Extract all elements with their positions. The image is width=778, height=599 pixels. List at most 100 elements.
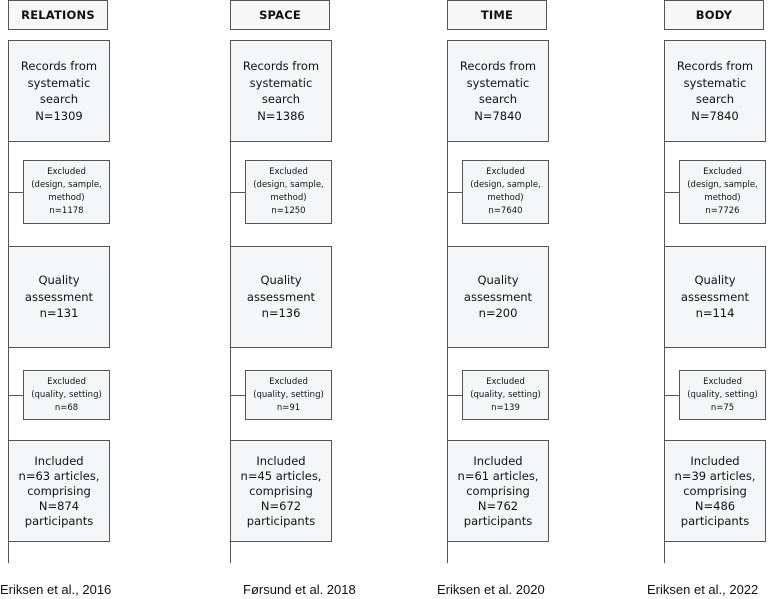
included-count: N=486 (694, 498, 736, 513)
records-line: Records from (242, 59, 320, 73)
column-header: RELATIONS (8, 0, 108, 30)
records-count: N=1386 (257, 108, 305, 123)
excluded-quality-box: Excluded (quality, setting) n=75 (679, 370, 766, 420)
excluded-line: (quality, setting) (687, 389, 758, 400)
included-count: N=672 (260, 498, 302, 513)
excluded-line: method) (48, 193, 85, 203)
citation-body: Eriksen et al., 2022 (647, 582, 759, 597)
flow-column-relations: RELATIONS Records from systematic search… (8, 0, 148, 599)
excluded-quality-box: Excluded (quality, setting) n=91 (245, 370, 332, 420)
quality-line: assessment (246, 289, 316, 304)
quality-line: assessment (24, 289, 94, 304)
records-line: systematic (27, 75, 91, 90)
records-count: N=7840 (691, 108, 739, 123)
records-line: search (39, 92, 79, 106)
included-line: Included (473, 453, 523, 468)
excluded-line: (design, sample, (470, 180, 541, 190)
records-count: N=7840 (474, 108, 522, 123)
records-line: systematic (683, 75, 747, 90)
records-box: Records from systematic search N=7840 (664, 40, 766, 142)
included-line: participants (24, 513, 94, 528)
branch-line (447, 192, 462, 193)
excluded-line: (quality, setting) (470, 389, 541, 400)
column-header: BODY (664, 0, 764, 30)
branch-line (8, 395, 23, 396)
excluded-line: Excluded (703, 167, 742, 177)
included-line: comprising (249, 483, 313, 498)
branch-line (664, 192, 679, 193)
excluded-line: method) (270, 193, 307, 203)
included-line: Included (690, 453, 740, 468)
quality-box: Quality assessment n=200 (447, 246, 549, 348)
excluded-line: Excluded (486, 376, 525, 387)
records-line: Records from (459, 59, 537, 73)
quality-line: assessment (680, 289, 750, 304)
citation-space: Førsund et al. 2018 (243, 582, 356, 597)
included-line: n=63 articles, (18, 468, 100, 483)
excluded-count: n=1250 (271, 206, 306, 216)
quality-count: n=131 (39, 306, 79, 321)
included-box: Included n=45 articles, comprising N=672… (230, 440, 332, 542)
excluded-quality-box: Excluded (quality, setting) n=139 (462, 370, 549, 420)
excluded-count: n=68 (54, 402, 79, 413)
included-line: Included (34, 453, 84, 468)
quality-box: Quality assessment n=131 (8, 246, 110, 348)
quality-line: assessment (463, 289, 533, 304)
excluded-design-box: Excluded (design, sample, method) n=7726 (679, 160, 766, 224)
excluded-line: method) (487, 193, 524, 203)
excluded-quality-box: Excluded (quality, setting) n=68 (23, 370, 110, 420)
quality-line: Quality (260, 273, 302, 288)
quality-line: Quality (477, 273, 519, 288)
citation-relations: Eriksen et al., 2016 (0, 582, 112, 597)
included-line: comprising (683, 483, 747, 498)
included-count: N=762 (477, 498, 519, 513)
column-header: TIME (447, 0, 547, 30)
excluded-line: Excluded (47, 376, 86, 387)
column-header: SPACE (230, 0, 330, 30)
included-line: comprising (466, 483, 530, 498)
included-box: Included n=63 articles, comprising N=874… (8, 440, 110, 542)
included-line: n=39 articles, (674, 468, 756, 483)
excluded-count: n=7726 (705, 206, 740, 216)
excluded-design-box: Excluded (design, sample, method) n=1178 (23, 160, 110, 224)
quality-count: n=114 (695, 306, 735, 321)
records-box: Records from systematic search N=1386 (230, 40, 332, 142)
included-line: n=45 articles, (240, 468, 322, 483)
records-line: search (261, 92, 301, 106)
included-box: Included n=61 articles, comprising N=762… (447, 440, 549, 542)
excluded-line: Excluded (269, 376, 308, 387)
quality-line: Quality (694, 273, 736, 288)
citation-time: Eriksen et al. 2020 (437, 582, 545, 597)
included-line: Included (256, 453, 306, 468)
excluded-count: n=7640 (488, 206, 523, 216)
branch-line (8, 192, 23, 193)
quality-count: n=200 (478, 306, 518, 321)
records-line: systematic (249, 75, 313, 90)
excluded-count: n=91 (276, 402, 301, 413)
records-line: Records from (20, 59, 98, 73)
records-line: search (478, 92, 518, 106)
records-count: N=1309 (35, 108, 83, 123)
branch-line (230, 395, 245, 396)
quality-box: Quality assessment n=136 (230, 246, 332, 348)
excluded-line: (quality, setting) (253, 389, 324, 400)
records-line: systematic (466, 75, 530, 90)
included-box: Included n=39 articles, comprising N=486… (664, 440, 766, 542)
records-line: Records from (676, 59, 754, 73)
flow-column-time: TIME Records from systematic search N=78… (447, 0, 587, 599)
excluded-line: Excluded (269, 167, 308, 177)
excluded-line: (design, sample, (253, 180, 324, 190)
excluded-line: Excluded (703, 376, 742, 387)
included-line: participants (680, 513, 750, 528)
quality-line: Quality (38, 273, 80, 288)
records-box: Records from systematic search N=1309 (8, 40, 110, 142)
included-line: participants (463, 513, 533, 528)
excluded-count: n=139 (491, 402, 520, 413)
included-count: N=874 (38, 498, 80, 513)
included-line: n=61 articles, (457, 468, 539, 483)
flow-column-space: SPACE Records from systematic search N=1… (230, 0, 370, 599)
excluded-line: Excluded (486, 167, 525, 177)
excluded-line: (design, sample, (31, 180, 102, 190)
excluded-design-box: Excluded (design, sample, method) n=1250 (245, 160, 332, 224)
excluded-count: n=1178 (49, 206, 84, 216)
